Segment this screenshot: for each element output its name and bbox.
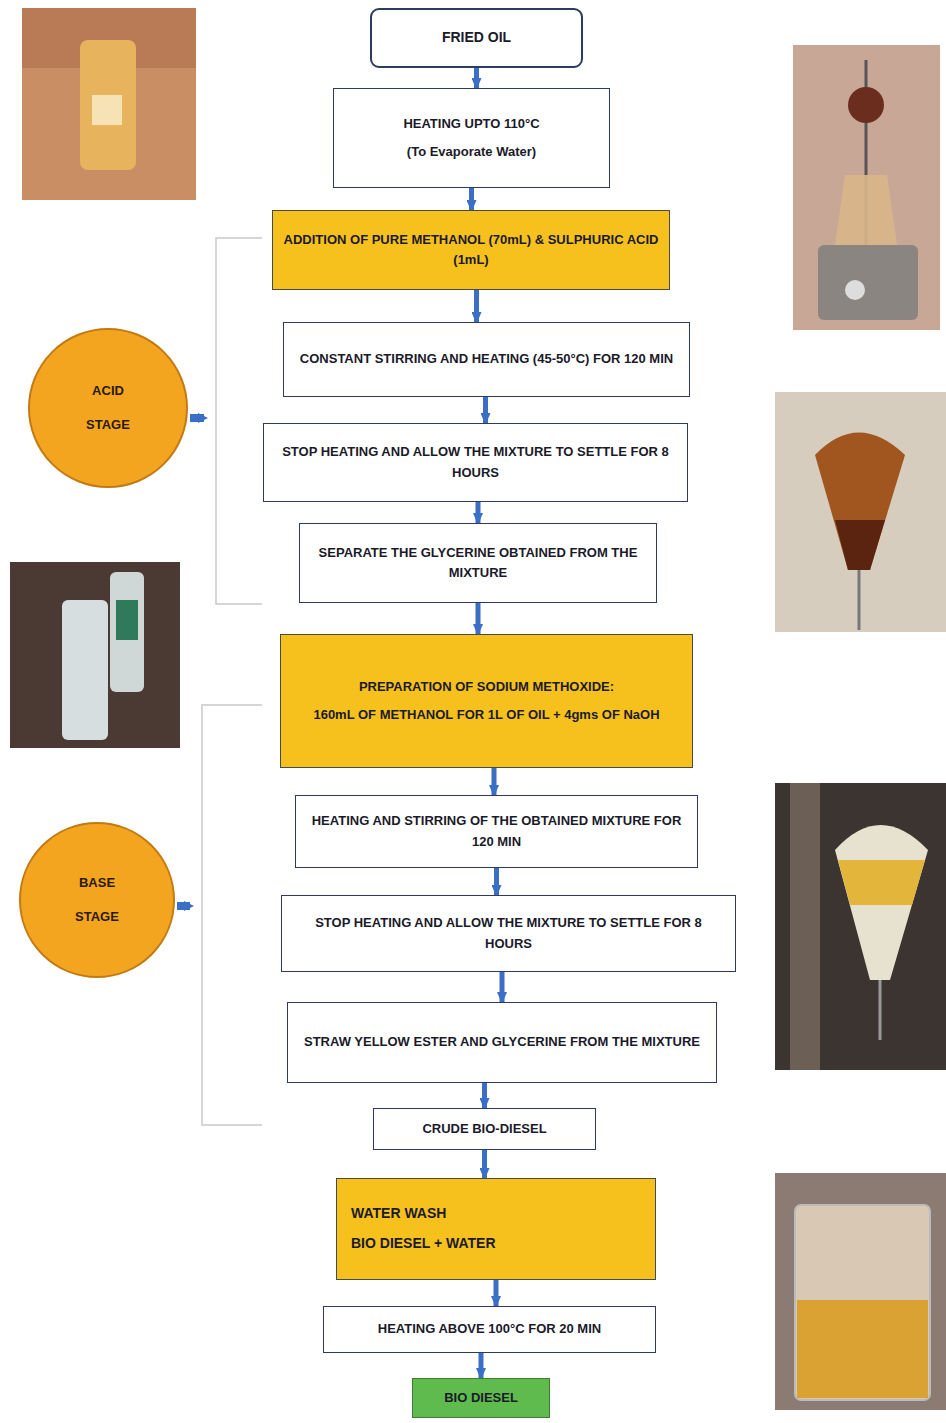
process-box: HEATING ABOVE 100°C FOR 20 MIN bbox=[323, 1306, 656, 1353]
end-box: BIO DIESEL bbox=[412, 1378, 550, 1418]
text-holder: FRIED OIL bbox=[372, 21, 581, 55]
photo-fried-oil bbox=[22, 8, 196, 200]
stage-arrow bbox=[190, 414, 204, 422]
stage-circle: ACID STAGE bbox=[28, 328, 188, 488]
node-text: STOP HEATING AND ALLOW THE MIXTURE TO SE… bbox=[292, 913, 725, 953]
process-box: STOP HEATING AND ALLOW THE MIXTURE TO SE… bbox=[281, 895, 736, 972]
text-holder: STRAW YELLOW ESTER AND GLYCERINE FROM TH… bbox=[288, 1026, 716, 1058]
node-text: FRIED OIL bbox=[382, 27, 571, 49]
flow-arrow bbox=[483, 397, 488, 423]
process-box: STOP HEATING AND ALLOW THE MIXTURE TO SE… bbox=[263, 423, 688, 502]
text-holder: SEPARATE THE GLYCERINE OBTAINED FROM THE… bbox=[300, 537, 656, 589]
wash-box: WATER WASH BIO DIESEL + WATER bbox=[336, 1178, 656, 1280]
text-holder: STOP HEATING AND ALLOW THE MIXTURE TO SE… bbox=[282, 907, 735, 959]
text-holder: WATER WASH BIO DIESEL + WATER bbox=[337, 1197, 655, 1260]
flow-arrow bbox=[474, 290, 479, 322]
base-bracket bbox=[202, 705, 262, 1125]
node-text: BIO DIESEL bbox=[423, 1388, 539, 1408]
stage-circle: BASE STAGE bbox=[19, 822, 175, 978]
node-text: BASE STAGE bbox=[62, 866, 132, 934]
process-box: STRAW YELLOW ESTER AND GLYCERINE FROM TH… bbox=[287, 1002, 717, 1083]
reagent-box: ADDITION OF PURE METHANOL (70mL) & SULPH… bbox=[272, 210, 670, 290]
process-box: CONSTANT STIRRING AND HEATING (45-50°C) … bbox=[283, 322, 690, 397]
text-holder: BASE STAGE bbox=[21, 860, 173, 940]
node-text: STOP HEATING AND ALLOW THE MIXTURE TO SE… bbox=[274, 442, 677, 482]
flow-arrow bbox=[494, 1280, 499, 1306]
node-text: ACID STAGE bbox=[73, 374, 143, 442]
node-text: 160mL OF METHANOL FOR 1L OF OIL + 4gms O… bbox=[291, 705, 682, 725]
node-text: CONSTANT STIRRING AND HEATING (45-50°C) … bbox=[294, 349, 679, 369]
flow-arrow bbox=[500, 972, 505, 1002]
process-box: HEATING UPTO 110°C (To Evaporate Water) bbox=[333, 88, 610, 188]
photo-biodiesel-beaker bbox=[775, 1173, 946, 1410]
node-text: WATER WASH bbox=[351, 1203, 645, 1225]
text-holder: BIO DIESEL bbox=[413, 1382, 549, 1414]
text-holder: ADDITION OF PURE METHANOL (70mL) & SULPH… bbox=[273, 224, 669, 276]
node-text: HEATING ABOVE 100°C FOR 20 MIN bbox=[334, 1319, 645, 1339]
text-holder: STOP HEATING AND ALLOW THE MIXTURE TO SE… bbox=[264, 436, 687, 488]
text-holder: CONSTANT STIRRING AND HEATING (45-50°C) … bbox=[284, 343, 689, 375]
photo-methoxide-bottle bbox=[10, 562, 180, 748]
photo-separating-funnel bbox=[775, 392, 946, 632]
text-holder: HEATING AND STIRRING OF THE OBTAINED MIX… bbox=[296, 805, 697, 857]
node-text: HEATING UPTO 110°C bbox=[344, 114, 599, 134]
node-text: ADDITION OF PURE METHANOL (70mL) & SULPH… bbox=[283, 230, 659, 270]
process-box: SEPARATE THE GLYCERINE OBTAINED FROM THE… bbox=[299, 523, 657, 603]
flow-arrow bbox=[469, 188, 474, 210]
flow-arrow bbox=[492, 768, 497, 795]
text-holder: ACID STAGE bbox=[30, 368, 186, 448]
flow-arrow bbox=[476, 502, 481, 523]
flow-arrow bbox=[474, 68, 479, 88]
node-text: SEPARATE THE GLYCERINE OBTAINED FROM THE… bbox=[310, 543, 646, 583]
text-holder: PREPARATION OF SODIUM METHOXIDE: 160mL OF… bbox=[281, 671, 692, 731]
node-text: (To Evaporate Water) bbox=[344, 142, 599, 162]
photo-separating-funnel bbox=[775, 783, 946, 1070]
node-text: STRAW YELLOW ESTER AND GLYCERINE FROM TH… bbox=[298, 1032, 706, 1052]
flow-arrow bbox=[479, 1353, 484, 1378]
acid-bracket bbox=[216, 238, 262, 604]
process-box: CRUDE BIO-DIESEL bbox=[373, 1108, 596, 1150]
text-holder: HEATING UPTO 110°C (To Evaporate Water) bbox=[334, 108, 609, 168]
flow-arrow bbox=[494, 868, 499, 895]
photo-stirrer-setup bbox=[793, 45, 940, 330]
text-holder: CRUDE BIO-DIESEL bbox=[374, 1113, 595, 1145]
text-holder: HEATING ABOVE 100°C FOR 20 MIN bbox=[324, 1313, 655, 1345]
stage-arrow bbox=[177, 902, 190, 910]
flow-arrow bbox=[482, 1150, 487, 1178]
reagent-box: PREPARATION OF SODIUM METHOXIDE: 160mL OF… bbox=[280, 634, 693, 768]
flow-arrow bbox=[482, 1083, 487, 1108]
node-text: BIO DIESEL + WATER bbox=[351, 1233, 645, 1255]
start-box: FRIED OIL bbox=[370, 8, 583, 68]
node-text: HEATING AND STIRRING OF THE OBTAINED MIX… bbox=[306, 811, 687, 851]
node-text: CRUDE BIO-DIESEL bbox=[384, 1119, 585, 1139]
process-box: HEATING AND STIRRING OF THE OBTAINED MIX… bbox=[295, 795, 698, 868]
node-text: PREPARATION OF SODIUM METHOXIDE: bbox=[291, 677, 682, 697]
flow-arrow bbox=[476, 603, 481, 634]
